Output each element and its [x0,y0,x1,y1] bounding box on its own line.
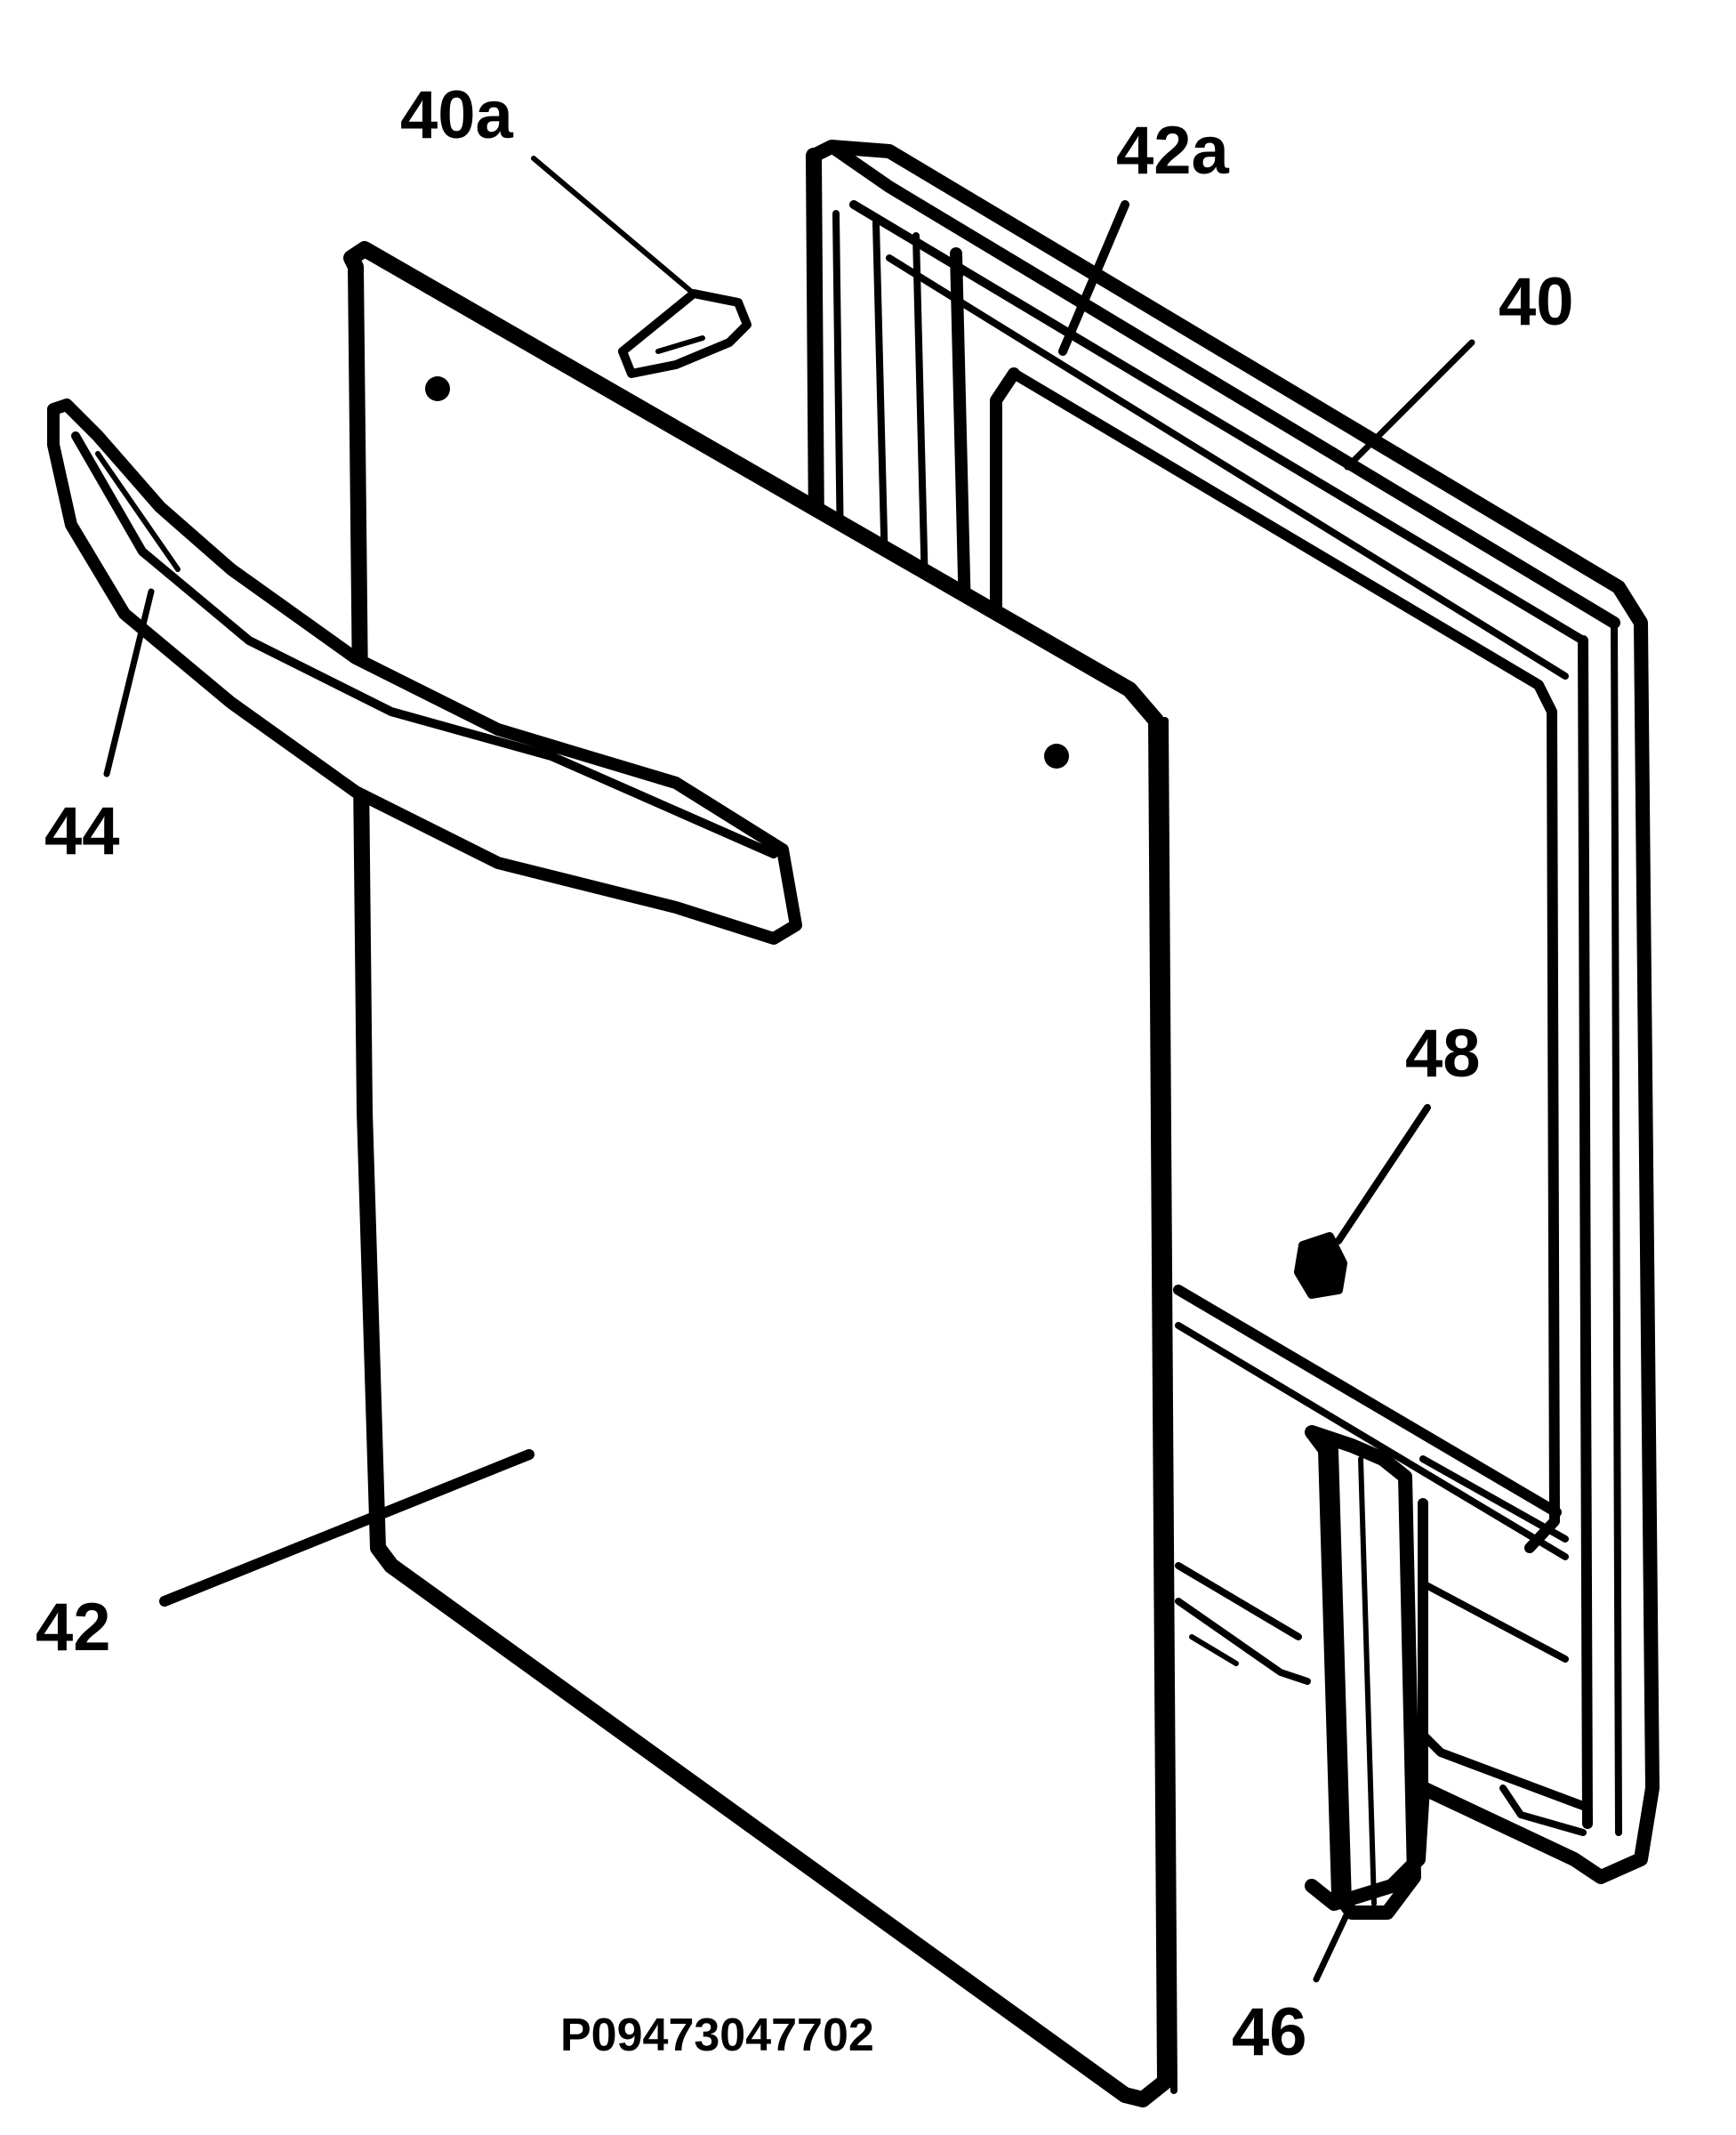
part-number: P09473047702 [560,2010,874,2061]
callout-44: 44 [44,794,120,869]
leader-40 [1344,339,1475,471]
leader-44 [103,588,155,777]
callout-42a: 42a [1116,113,1230,189]
leader-lines [103,156,1475,1983]
leader-46 [1313,1900,1355,1983]
hinge-bracket [1305,1425,1421,1920]
leader-48 [1335,1104,1431,1245]
screw-48 [1294,1232,1347,1299]
door-handle [47,399,802,945]
inner-door-frame [806,140,1660,1911]
callout-48: 48 [1405,1016,1481,1092]
callout-40: 40 [1499,264,1574,340]
door-panel [343,241,1177,2107]
leader-42a [1058,200,1129,356]
leader-42 [159,1449,534,1607]
callout-46: 46 [1232,1994,1307,2070]
leader-40a [531,156,696,296]
callout-42: 42 [36,1590,111,1665]
callout-labels: 40a 42a 40 44 42 48 46 P09473047702 [36,77,1574,2070]
callout-40a: 40a [400,77,514,153]
door-clip [618,289,751,378]
